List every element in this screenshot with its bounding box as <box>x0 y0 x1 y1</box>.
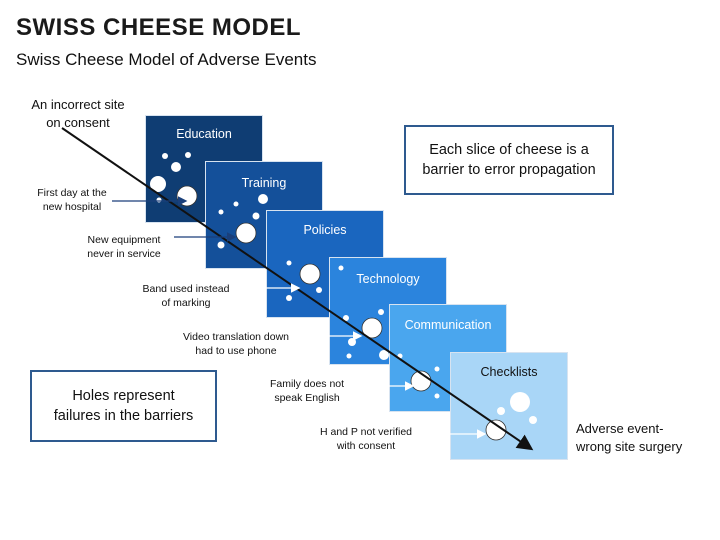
callout-holes: Holes represent failures in the barriers <box>30 370 217 442</box>
slice-label-communication: Communication <box>404 318 492 332</box>
note-incorrect-site: An incorrect site on consent <box>31 97 125 130</box>
slice-label-education: Education <box>176 127 232 141</box>
note-video: Video translation down had to use phone <box>182 331 290 357</box>
note-family: Family does not speak English <box>269 378 345 404</box>
slice-checklists: Checklists <box>450 352 568 460</box>
note-first-day: First day at the new hospital <box>37 187 107 213</box>
note-hp: H and P not verified with consent <box>319 426 413 452</box>
slice-label-technology: Technology <box>356 272 420 286</box>
slice-label-checklists: Checklists <box>480 365 538 379</box>
note-band: Band used instead of marking <box>142 283 230 309</box>
callout-barrier: Each slice of cheese is a barrier to err… <box>404 125 614 195</box>
page-subtitle: Swiss Cheese Model of Adverse Events <box>16 50 317 69</box>
page-title: SWISS CHEESE MODEL <box>16 14 302 41</box>
note-adverse-event: Adverse event- wrong site surgery <box>576 421 683 454</box>
slice-label-policies: Policies <box>303 223 347 237</box>
note-new-equipment: New equipment never in service <box>87 234 161 260</box>
slice-label-training: Training <box>241 176 287 190</box>
